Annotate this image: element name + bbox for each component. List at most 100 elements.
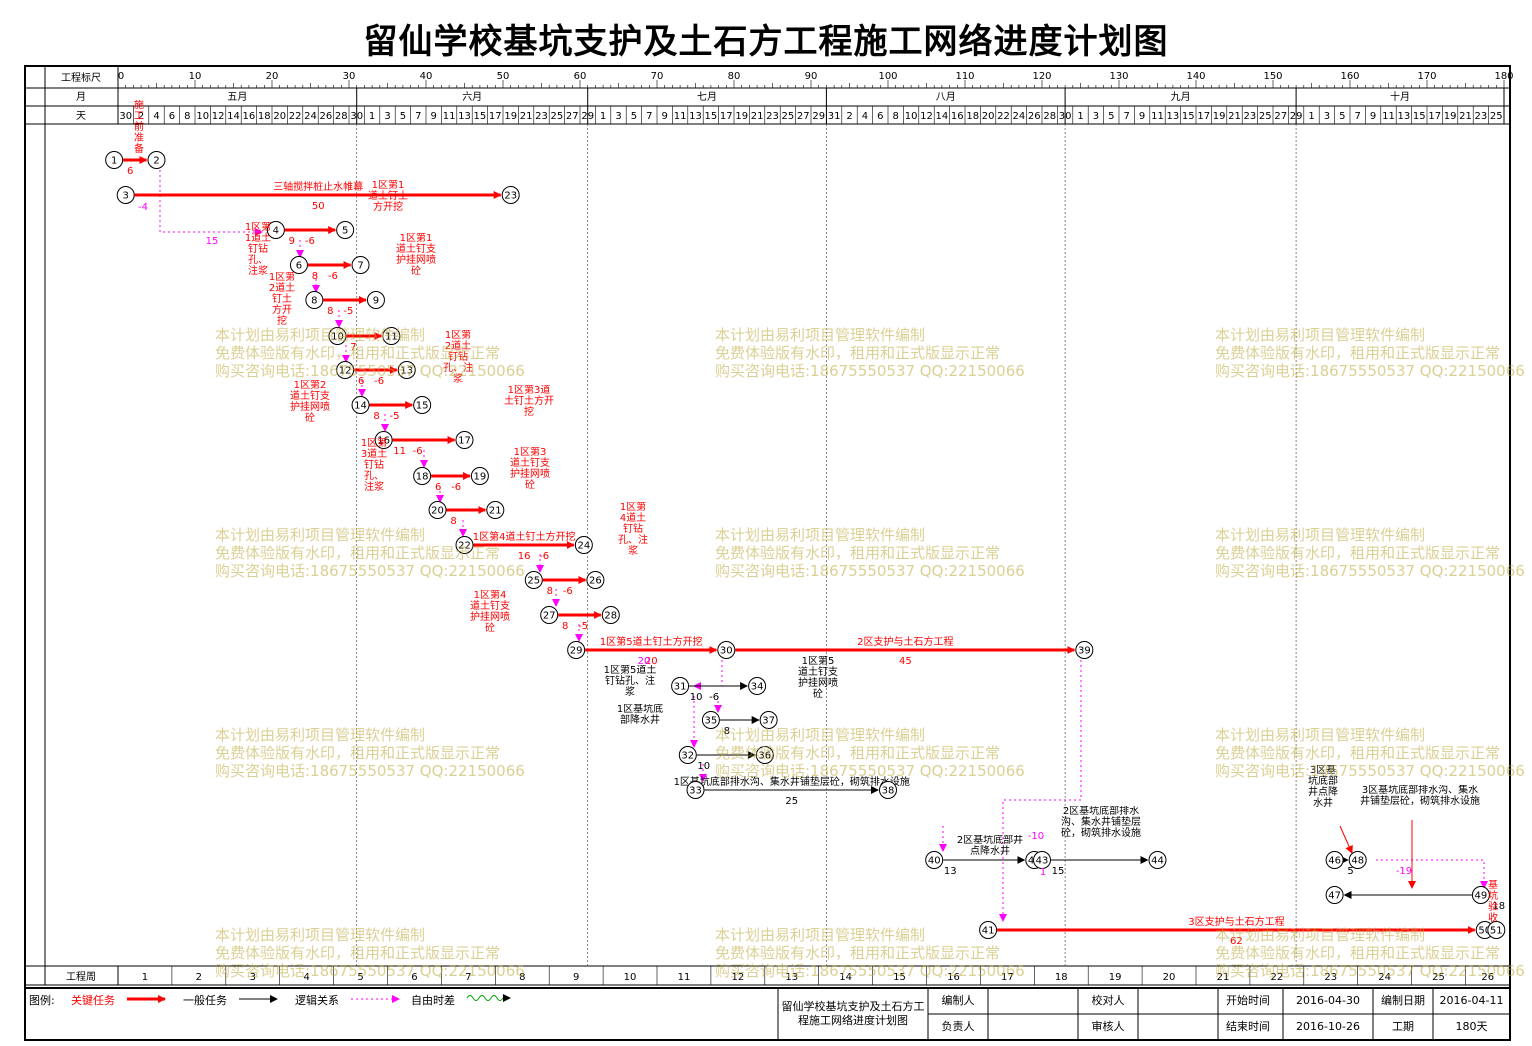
- node-16: 16: [374, 431, 393, 449]
- activity-note: 1区第3道土钉钻孔、注浆: [361, 438, 387, 493]
- activity-label: 1区基坑底部排水沟、集水井铺垫层砼，砌筑排水设施: [674, 775, 910, 788]
- info-grid: [777, 988, 1510, 1040]
- day-label: 15: [705, 111, 718, 122]
- node-4: 4: [266, 221, 285, 239]
- node-37: 37: [759, 711, 778, 729]
- day-label: 21: [751, 111, 764, 122]
- day-label: 22: [289, 111, 302, 122]
- day-label: 2: [846, 111, 852, 122]
- node-label: 40: [928, 856, 941, 867]
- free-float-label: -19: [1396, 866, 1412, 877]
- day-label: 7: [1124, 111, 1130, 122]
- month-label: 八月: [936, 91, 956, 103]
- ruler-label: 170: [1417, 71, 1436, 82]
- week-label: 25: [1432, 972, 1445, 983]
- activity-label: 3区支护与土石方工程: [1188, 915, 1284, 928]
- day-label: 30: [119, 111, 132, 122]
- node-label: 32: [681, 751, 694, 762]
- month-label: 五月: [227, 91, 247, 103]
- logic-link: [999, 660, 1082, 922]
- day-label: 12: [920, 111, 933, 122]
- node-label: 26: [589, 576, 602, 587]
- activity-note: 1区第2道土钉钻孔、注浆: [443, 330, 473, 385]
- node-label: 49: [1475, 891, 1488, 902]
- week-label: 15: [893, 972, 906, 983]
- week-label: 23: [1324, 972, 1337, 983]
- ruler-label: 30: [343, 71, 356, 82]
- activity-duration: -6: [328, 271, 338, 282]
- node-34: 34: [748, 677, 767, 695]
- week-label: 7: [465, 972, 471, 983]
- day-label: 25: [782, 111, 795, 122]
- node-7: 7: [351, 256, 370, 274]
- week-label: 9: [573, 972, 579, 983]
- node-14: 14: [351, 396, 370, 414]
- activity-label: 1区第4道土钉土方开挖: [473, 530, 576, 543]
- ruler-label: 160: [1340, 71, 1359, 82]
- node-label: 5: [342, 226, 348, 237]
- activity-note: 3区基坑底部排水沟、集水井铺垫层砼，砌筑排水设施: [1360, 785, 1480, 807]
- node-48: 48: [1348, 851, 1367, 869]
- activity-note: 施工前准备: [134, 100, 144, 155]
- day-label: 13: [458, 111, 471, 122]
- activity-note: 1区第5道土钉支护挂网喷砼: [798, 656, 838, 700]
- day-label: 28: [335, 111, 348, 122]
- node-28: 28: [601, 606, 620, 624]
- node-9: 9: [366, 291, 385, 309]
- week-label: 18: [1055, 972, 1068, 983]
- ruler-label: 180: [1494, 71, 1513, 82]
- ruler-label: 110: [955, 71, 974, 82]
- week-label: 3: [250, 972, 256, 983]
- node-label: 23: [504, 191, 517, 202]
- week-label: 24: [1378, 972, 1391, 983]
- activity-note: 1区基坑底部降水井: [617, 704, 663, 726]
- node-23: 23: [501, 186, 520, 204]
- node-11: 11: [382, 327, 401, 345]
- node-label: 44: [1151, 856, 1164, 867]
- month-label: 十月: [1390, 90, 1410, 103]
- ruler-label: 0: [118, 71, 124, 82]
- node-3: 3: [116, 186, 135, 204]
- day-label: 22: [997, 111, 1010, 122]
- node-label: 29: [570, 646, 583, 657]
- day-label: 1: [1077, 111, 1083, 122]
- day-label: 25: [551, 111, 564, 122]
- day-label: 10: [905, 111, 918, 122]
- node-label: 43: [1036, 856, 1049, 867]
- node-label: 37: [762, 716, 775, 727]
- node-label: 47: [1328, 891, 1341, 902]
- activity-note: 2区基坑底部井点降水井: [957, 835, 1023, 857]
- week-label: 26: [1481, 972, 1494, 983]
- info-date-value: 2016-04-11: [1439, 994, 1504, 1007]
- day-label: 27: [1274, 111, 1287, 122]
- node-label: 21: [489, 506, 502, 517]
- info-leader-label: 负责人: [941, 1020, 975, 1033]
- day-label: 7: [1355, 111, 1361, 122]
- info-project-name: 留仙学校基坑支护及土石方工程施工网络进度计划图: [781, 1000, 925, 1027]
- row-label-scale: 工程标尺: [61, 72, 101, 84]
- info-period-value: 180天: [1455, 1020, 1488, 1033]
- activity-duration: 10: [697, 761, 710, 772]
- activity-duration: 10: [690, 692, 703, 703]
- ruler-label: 130: [1109, 71, 1128, 82]
- day-label: 20: [273, 111, 286, 122]
- day-label: 29: [581, 111, 594, 122]
- node-label: 18: [416, 472, 429, 483]
- node-label: 9: [373, 296, 379, 307]
- activity-duration: 20: [645, 656, 658, 667]
- info-reviewer-label: 校对人: [1091, 994, 1125, 1007]
- week-label: 14: [839, 972, 852, 983]
- node-label: 1: [111, 156, 117, 167]
- day-label: 28: [1043, 111, 1056, 122]
- node-label: 22: [458, 541, 471, 552]
- day-label: 15: [474, 111, 487, 122]
- activity-duration: 62: [1230, 936, 1243, 947]
- row-label-week: 工程周: [66, 971, 96, 983]
- day-label: 8: [893, 111, 899, 122]
- activity-duration: 13: [944, 866, 957, 877]
- day-label: 23: [1475, 111, 1488, 122]
- node-44: 44: [1148, 851, 1167, 869]
- node-51: 51: [1487, 921, 1506, 939]
- day-label: 9: [431, 111, 437, 122]
- activity-duration: 8: [547, 586, 553, 597]
